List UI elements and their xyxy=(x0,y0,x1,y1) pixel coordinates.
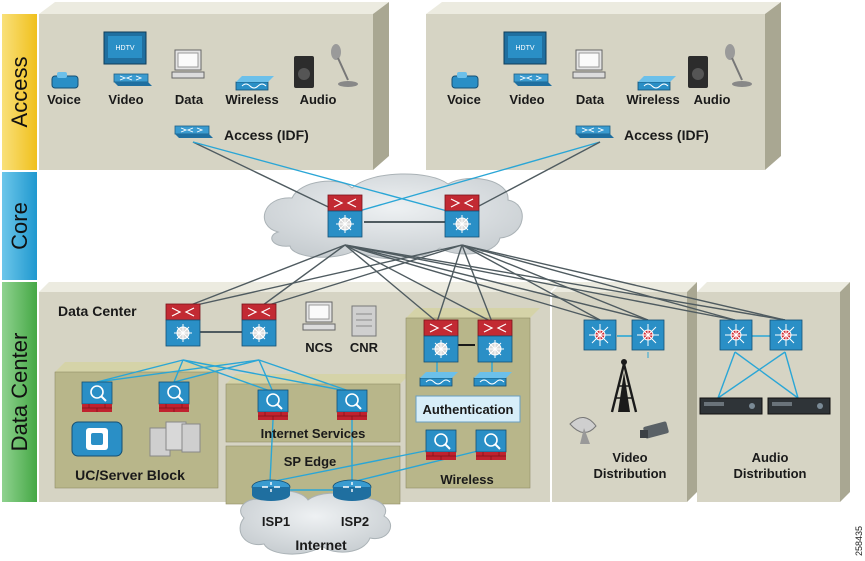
authentication-label: Authentication xyxy=(423,402,514,417)
wireless-firewall-1[interactable] xyxy=(425,429,457,461)
dc-core-switch-1[interactable] xyxy=(165,303,201,347)
uc-firewall-2[interactable] xyxy=(158,381,190,413)
data-center-title: Data Center xyxy=(58,303,137,319)
band-access-label: Access xyxy=(7,57,32,128)
access-idf-switch-right[interactable] xyxy=(575,125,615,139)
hdtv-label: HDTV xyxy=(115,45,134,52)
server-rack-icon xyxy=(149,421,201,457)
ncs-label: NCS xyxy=(305,340,333,355)
internet-services-label: Internet Services xyxy=(261,426,366,441)
device-label-voice: Voice xyxy=(47,92,81,107)
links xyxy=(96,141,799,491)
cnr-server[interactable]: CNR xyxy=(350,305,379,355)
uc-server-block-label: UC/Server Block xyxy=(75,467,185,483)
internet-firewall-2[interactable] xyxy=(336,389,368,421)
audio-processor-2[interactable] xyxy=(767,397,831,415)
video-switch-icon xyxy=(113,73,153,87)
internet-label: Internet xyxy=(295,537,347,553)
video-dist-switch-1[interactable] xyxy=(583,319,617,351)
audio-processor-1[interactable] xyxy=(699,397,763,415)
speaker-icon xyxy=(294,56,314,88)
internet-firewall-1[interactable] xyxy=(257,389,289,421)
authentication-box xyxy=(415,395,521,423)
ip-phone-icon xyxy=(51,72,79,89)
video-distribution-panel xyxy=(552,282,697,502)
video-distribution-label-2: Distribution xyxy=(594,466,667,481)
access-idf-label-left: Access (IDF) xyxy=(224,127,309,143)
access-idf-switch-left[interactable] xyxy=(174,125,214,139)
access-panel-right xyxy=(426,2,781,170)
access-idf-label-right: Access (IDF) xyxy=(624,127,709,143)
core-cloud xyxy=(263,173,523,260)
band-core: Core xyxy=(2,172,37,280)
access-panel-left xyxy=(39,2,389,170)
band-data-center-label: Data Center xyxy=(7,333,32,452)
broadcast-tower-icon xyxy=(610,359,638,413)
device-label-data: Data xyxy=(576,92,605,107)
band-core-label: Core xyxy=(7,202,32,250)
device-label-video: Video xyxy=(509,92,544,107)
sp-edge-label: SP Edge xyxy=(284,454,337,469)
audio-distribution-label-2: Distribution xyxy=(734,466,807,481)
access-right-devices: HDTV Voice Video Data Wireless Audio Acc… xyxy=(447,31,752,143)
microphone-icon xyxy=(331,44,358,87)
wireless-switch-1[interactable] xyxy=(423,319,459,363)
video-distribution-label-1: Video xyxy=(612,450,647,465)
audio-dist-switch-2[interactable] xyxy=(769,319,803,351)
cnr-label: CNR xyxy=(350,340,379,355)
band-data-center: Data Center xyxy=(2,282,37,502)
dc-core-switch-2[interactable] xyxy=(241,303,277,347)
device-label-wireless: Wireless xyxy=(626,92,679,107)
wireless-ap-icon xyxy=(637,75,677,91)
video-dist-switch-2[interactable] xyxy=(631,319,665,351)
device-label-audio: Audio xyxy=(694,92,731,107)
wireless-ap-icon xyxy=(235,75,275,91)
pc-icon xyxy=(572,49,606,79)
band-access: Access xyxy=(2,14,37,170)
core-switch-2[interactable] xyxy=(444,194,480,238)
isp2-router[interactable] xyxy=(332,479,372,502)
ip-phone-icon xyxy=(451,72,479,89)
wireless-switch-2[interactable] xyxy=(477,319,513,363)
isp2-label: ISP2 xyxy=(341,514,369,529)
microphone-icon xyxy=(725,44,752,87)
device-label-audio: Audio xyxy=(300,92,337,107)
wireless-controller-1[interactable] xyxy=(419,371,459,387)
audio-distribution-label-1: Audio xyxy=(752,450,789,465)
hdtv-icon: HDTV xyxy=(103,31,147,65)
wireless-firewall-2[interactable] xyxy=(475,429,507,461)
video-switch-icon xyxy=(513,73,553,87)
video-camera-icon xyxy=(640,421,669,439)
isp1-label: ISP1 xyxy=(262,514,290,529)
ncs-server[interactable]: NCS xyxy=(302,301,336,355)
hdtv-icon: HDTV xyxy=(503,31,547,65)
wireless-label: Wireless xyxy=(440,472,493,487)
speaker-icon xyxy=(688,56,708,88)
uc-firewall-1[interactable] xyxy=(81,381,113,413)
core-switch-1[interactable] xyxy=(327,194,363,238)
device-label-wireless: Wireless xyxy=(225,92,278,107)
device-label-video: Video xyxy=(108,92,143,107)
audio-dist-switch-1[interactable] xyxy=(719,319,753,351)
pc-icon xyxy=(171,49,205,79)
device-label-data: Data xyxy=(175,92,204,107)
figure-id: 258435 xyxy=(854,526,864,556)
access-left-devices: HDTV Voice Video Data Wireless Audio Acc… xyxy=(47,31,358,143)
isp1-router[interactable] xyxy=(251,479,291,502)
satellite-dish-icon xyxy=(569,417,597,444)
hdtv-label: HDTV xyxy=(515,45,534,52)
device-label-voice: Voice xyxy=(447,92,481,107)
wireless-controller-2[interactable] xyxy=(473,371,513,387)
call-manager-icon xyxy=(71,421,123,457)
